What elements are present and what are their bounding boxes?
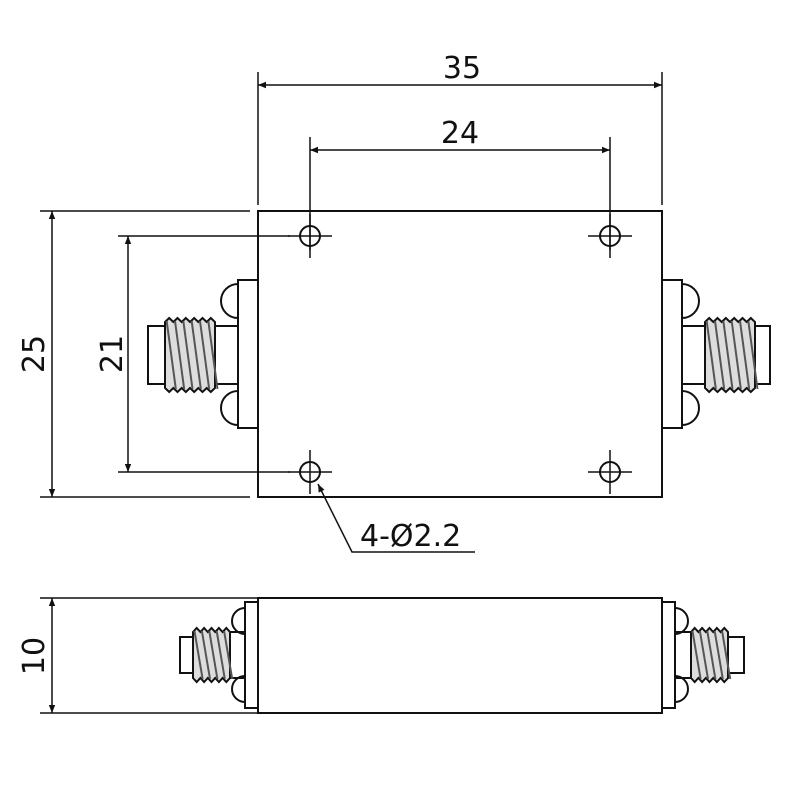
filter-body-side (257, 597, 663, 714)
dimension-hole-spacing-y: 21 (95, 335, 130, 373)
dimension-overall-width: 25 (17, 335, 52, 373)
sma-connector-left-side (179, 601, 259, 709)
sma-connector-right (661, 279, 771, 429)
dimension-hole-spacing-x: 24 (441, 116, 479, 151)
hole-callout: 4-Ø2.2 (360, 519, 461, 554)
mounting-hole (588, 450, 632, 494)
dimension-height: 10 (17, 637, 52, 675)
sma-connector-left (147, 279, 259, 429)
mounting-hole (288, 450, 332, 494)
dimension-overall-length: 35 (443, 51, 481, 86)
connector-thread (690, 626, 729, 684)
hole-callout-leader (317, 483, 475, 553)
sma-connector-right-side (661, 601, 745, 709)
connector-thread (192, 626, 231, 684)
top-view: 35 24 25 21 4-Ø2.2 (17, 51, 771, 554)
filter-body-top (257, 210, 663, 498)
mounting-holes (288, 214, 632, 494)
side-view: 10 (17, 597, 745, 714)
